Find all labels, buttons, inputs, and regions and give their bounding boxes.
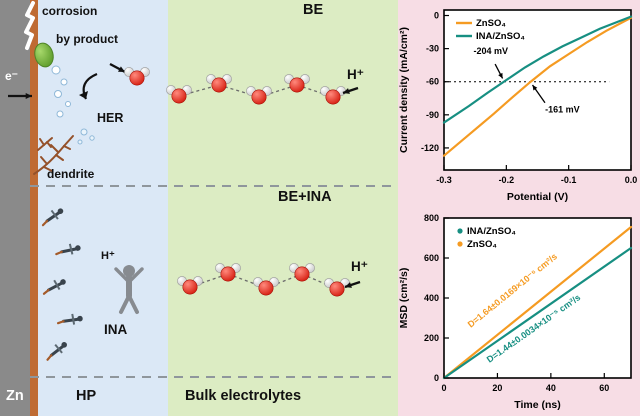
water-molecule-icon bbox=[177, 276, 203, 295]
gas-bubble-icons bbox=[51, 65, 71, 118]
svg-text:60: 60 bbox=[599, 383, 609, 393]
person-figure-icon bbox=[114, 265, 144, 314]
h-plus-arrow-bottom-icon bbox=[344, 280, 361, 289]
svg-text:-60: -60 bbox=[426, 77, 439, 87]
svg-text:800: 800 bbox=[424, 213, 439, 223]
ina-label: INA bbox=[104, 322, 128, 337]
svg-text:Potential (V): Potential (V) bbox=[507, 191, 568, 203]
svg-text:ZnSO₄: ZnSO₄ bbox=[476, 18, 506, 29]
water-molecule-icon bbox=[166, 85, 192, 104]
schematic-panel: corrosion by product e⁻ HER dendrite BE … bbox=[0, 0, 398, 416]
svg-text:MSD (cm²/s): MSD (cm²/s) bbox=[398, 268, 410, 329]
byproduct-label: by product bbox=[56, 32, 118, 46]
svg-text:0: 0 bbox=[434, 373, 439, 383]
water-arrow-icon bbox=[109, 62, 126, 74]
h-plus-bottom-label: H⁺ bbox=[351, 259, 368, 274]
svg-text:Current density (mA/cm²): Current density (mA/cm²) bbox=[398, 27, 410, 153]
legend: INA/ZnSO₄ ZnSO₄ bbox=[457, 226, 516, 250]
water-molecule-icon bbox=[215, 263, 241, 282]
svg-text:200: 200 bbox=[424, 333, 439, 343]
corrosion-crack-icon bbox=[24, 1, 35, 50]
series-line bbox=[442, 225, 633, 380]
her-bubbles-icon bbox=[77, 128, 95, 145]
svg-text:-204 mV: -204 mV bbox=[473, 46, 508, 56]
water-molecule-icon bbox=[284, 74, 310, 93]
water-molecule-icon bbox=[289, 263, 315, 282]
corrosion-layer-strip bbox=[30, 0, 38, 416]
svg-text:-0.3: -0.3 bbox=[436, 175, 452, 185]
series-line bbox=[442, 246, 633, 380]
ina-molecule-icon bbox=[41, 208, 64, 227]
svg-text:0: 0 bbox=[434, 11, 439, 21]
svg-text:20: 20 bbox=[492, 383, 502, 393]
svg-text:INA/ZnSO₄: INA/ZnSO₄ bbox=[467, 226, 516, 237]
bulk-region-label: Bulk electrolytes bbox=[185, 388, 302, 404]
svg-text:-30: -30 bbox=[426, 44, 439, 54]
zn-electrode-bar bbox=[0, 0, 30, 416]
electron-arrow-icon bbox=[8, 92, 32, 100]
be-zone-label: BE bbox=[303, 2, 324, 18]
svg-text:-120: -120 bbox=[421, 143, 439, 153]
svg-text:-0.1: -0.1 bbox=[561, 175, 577, 185]
svg-text:ZnSO₄: ZnSO₄ bbox=[467, 239, 497, 250]
svg-text:40: 40 bbox=[546, 383, 556, 393]
plot-frame bbox=[443, 217, 632, 379]
svg-text:-161 mV: -161 mV bbox=[545, 105, 580, 115]
schematic-graphics bbox=[8, 1, 396, 378]
svg-text:600: 600 bbox=[424, 253, 439, 263]
svg-text:INA/ZnSO₄: INA/ZnSO₄ bbox=[476, 31, 525, 42]
h-plus-held-label: H⁺ bbox=[101, 250, 115, 262]
plot-frame bbox=[443, 9, 632, 171]
h-plus-top-label: H⁺ bbox=[347, 67, 364, 82]
hp-region-label: HP bbox=[76, 388, 97, 404]
dendrite-label: dendrite bbox=[47, 167, 95, 181]
svg-text:-0.2: -0.2 bbox=[499, 175, 515, 185]
svg-text:0.0: 0.0 bbox=[625, 175, 638, 185]
water-molecule-icon bbox=[253, 277, 279, 296]
ina-molecule-icon bbox=[46, 342, 68, 361]
svg-text:-90: -90 bbox=[426, 110, 439, 120]
corrosion-label: corrosion bbox=[42, 4, 98, 18]
zn-electrode-label: Zn bbox=[6, 388, 24, 404]
series-line bbox=[442, 15, 633, 124]
water-molecule-icon bbox=[206, 74, 232, 93]
svg-text:400: 400 bbox=[424, 293, 439, 303]
dendrite-icon bbox=[33, 135, 74, 175]
water-molecule-icon bbox=[246, 86, 272, 105]
water-molecule-icon bbox=[320, 86, 346, 105]
annotations: -204 mV -161 mV bbox=[473, 46, 579, 114]
svg-text:0: 0 bbox=[441, 383, 446, 393]
legend: ZnSO₄ INA/ZnSO₄ bbox=[456, 18, 525, 42]
series-line bbox=[442, 16, 633, 157]
her-label: HER bbox=[97, 111, 124, 125]
ina-molecule-icon bbox=[55, 243, 81, 256]
bulk-electrolyte-region bbox=[168, 0, 398, 416]
electron-label: e⁻ bbox=[5, 69, 19, 83]
byproduct-blob-icon bbox=[34, 42, 54, 68]
ina-molecule-icon bbox=[56, 313, 83, 325]
curved-arrow-icon bbox=[79, 72, 98, 100]
h-plus-arrow-top-icon bbox=[342, 86, 359, 95]
be-ina-zone-label: BE+INA bbox=[278, 189, 332, 205]
water-molecule-icon bbox=[124, 67, 150, 86]
svg-text:Time (ns): Time (ns) bbox=[514, 399, 560, 411]
ina-molecule-icon bbox=[42, 279, 66, 295]
